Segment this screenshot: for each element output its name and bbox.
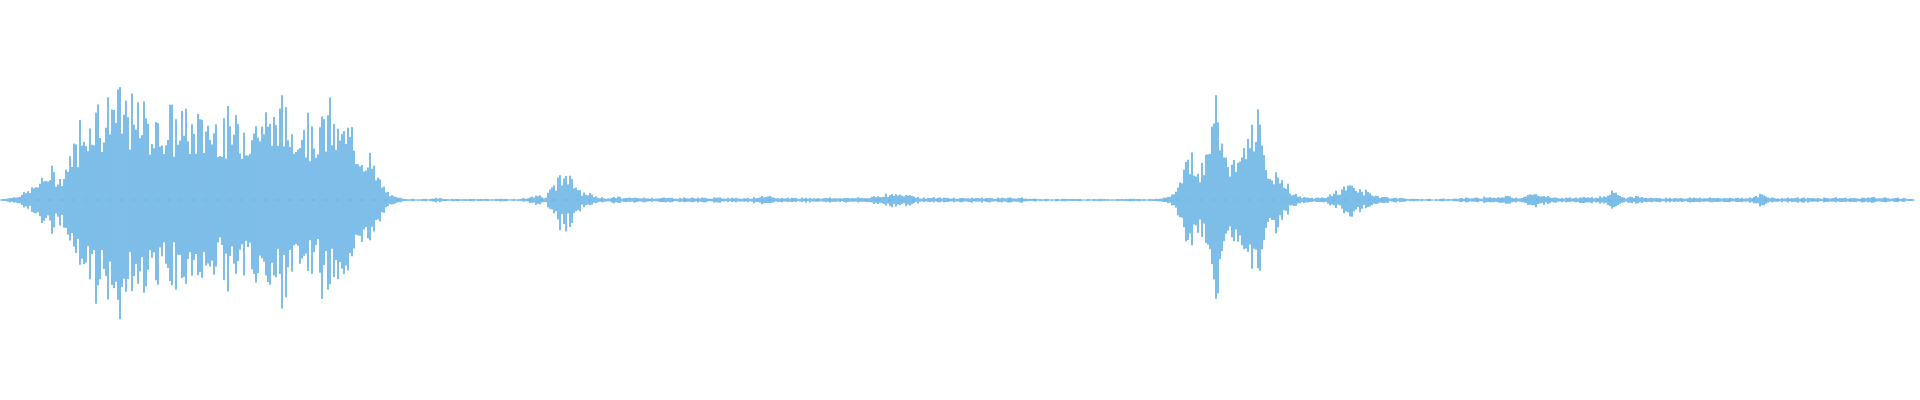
waveform-bars [1,87,1915,320]
